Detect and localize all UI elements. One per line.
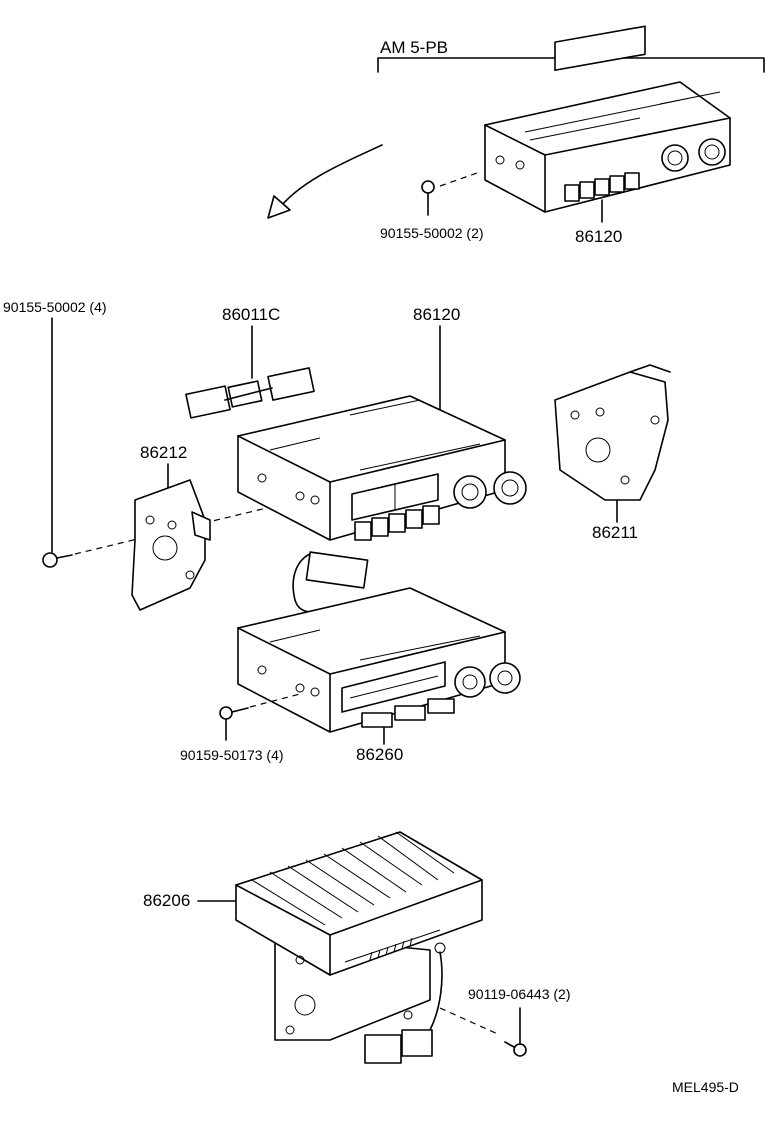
label-tape-deck: 86260 <box>356 745 403 764</box>
label-amplifier: 86206 <box>143 891 190 910</box>
amp-wire <box>429 951 443 1031</box>
amplifier-illustration <box>235 831 483 1041</box>
connector-illustration <box>185 367 315 419</box>
label-bolt-mid: 90159-50173 (4) <box>180 747 284 763</box>
harness-wire <box>292 552 313 613</box>
tape-deck-group: 90159-50173 (4) 86260 <box>180 551 521 764</box>
bolt-mid-illustration <box>219 693 301 741</box>
label-bolt-top: 90155-50002 (2) <box>380 225 484 241</box>
radio-top-illustration <box>484 25 731 213</box>
label-bolt-left: 90155-50002 (4) <box>3 299 107 315</box>
amplifier-group: 86206 90119-06443 (2) <box>143 831 570 1064</box>
bolt-top-illustration <box>421 171 481 216</box>
am-5pb-group: AM 5-PB 90 <box>267 25 765 246</box>
label-bracket-right: 86211 <box>592 523 638 542</box>
option-arrow-head <box>267 195 291 219</box>
label-bracket-left: 86212 <box>140 443 187 462</box>
option-arrow <box>277 144 383 211</box>
bolt-amp-illustration <box>439 1007 527 1057</box>
tape-deck-illustration <box>237 587 521 733</box>
label-connector: 86011C <box>222 305 280 324</box>
am-5pb-label: AM 5-PB <box>380 38 448 57</box>
label-radio-top: 86120 <box>575 227 622 246</box>
main-radio-group: 90155-50002 (4) 86011C 86120 <box>3 299 671 611</box>
label-radio-main: 86120 <box>413 305 460 324</box>
harness-plug <box>305 551 369 589</box>
amp-connector-illustration <box>364 1029 433 1064</box>
radio-main-illustration <box>237 395 527 541</box>
label-bolt-amp: 90119-06443 (2) <box>468 986 570 1002</box>
bracket-right-illustration <box>554 364 671 501</box>
bracket-left-illustration <box>131 479 211 611</box>
diagram-code: MEL495-D <box>672 1079 739 1095</box>
